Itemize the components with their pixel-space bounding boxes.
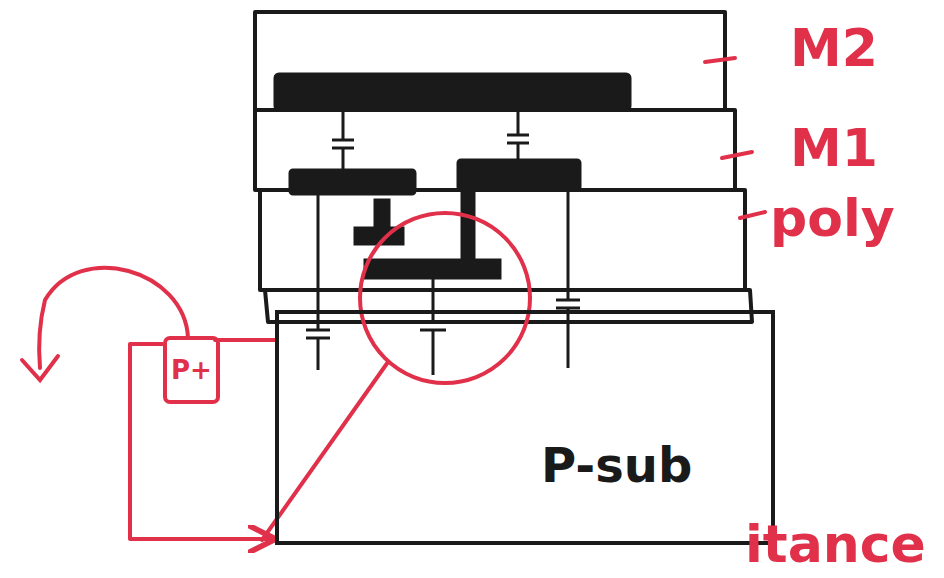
highlight-circle: [360, 213, 530, 383]
leader-dash: [740, 212, 765, 218]
arrow-head: [22, 356, 58, 380]
note-text: itance: [745, 518, 926, 570]
substrate-region: P-sub: [275, 310, 775, 545]
capacitor-symbols: [306, 110, 580, 375]
layer-label: M2: [790, 22, 878, 74]
region-label: P-sub: [541, 439, 692, 492]
leader-dash: [722, 152, 752, 158]
oxide-layer: [265, 290, 752, 322]
m2-plate: [275, 74, 630, 110]
poly-plate: [365, 260, 500, 278]
annotation-marks: [22, 58, 765, 540]
via: [462, 190, 474, 260]
leader-line: [262, 362, 388, 540]
ground-wire: [130, 344, 273, 539]
m1-plate: [458, 160, 580, 190]
leader-dash: [705, 58, 735, 62]
layer-label: M1: [790, 122, 878, 174]
m2-layer: [255, 12, 725, 110]
m1-plate: [290, 170, 415, 194]
contact-label: P+: [171, 356, 212, 385]
via: [375, 200, 389, 228]
poly-layer: [260, 190, 745, 290]
contact-box: P+: [163, 336, 220, 404]
tap-wire: [215, 338, 275, 342]
layer-label: poly: [770, 192, 895, 244]
